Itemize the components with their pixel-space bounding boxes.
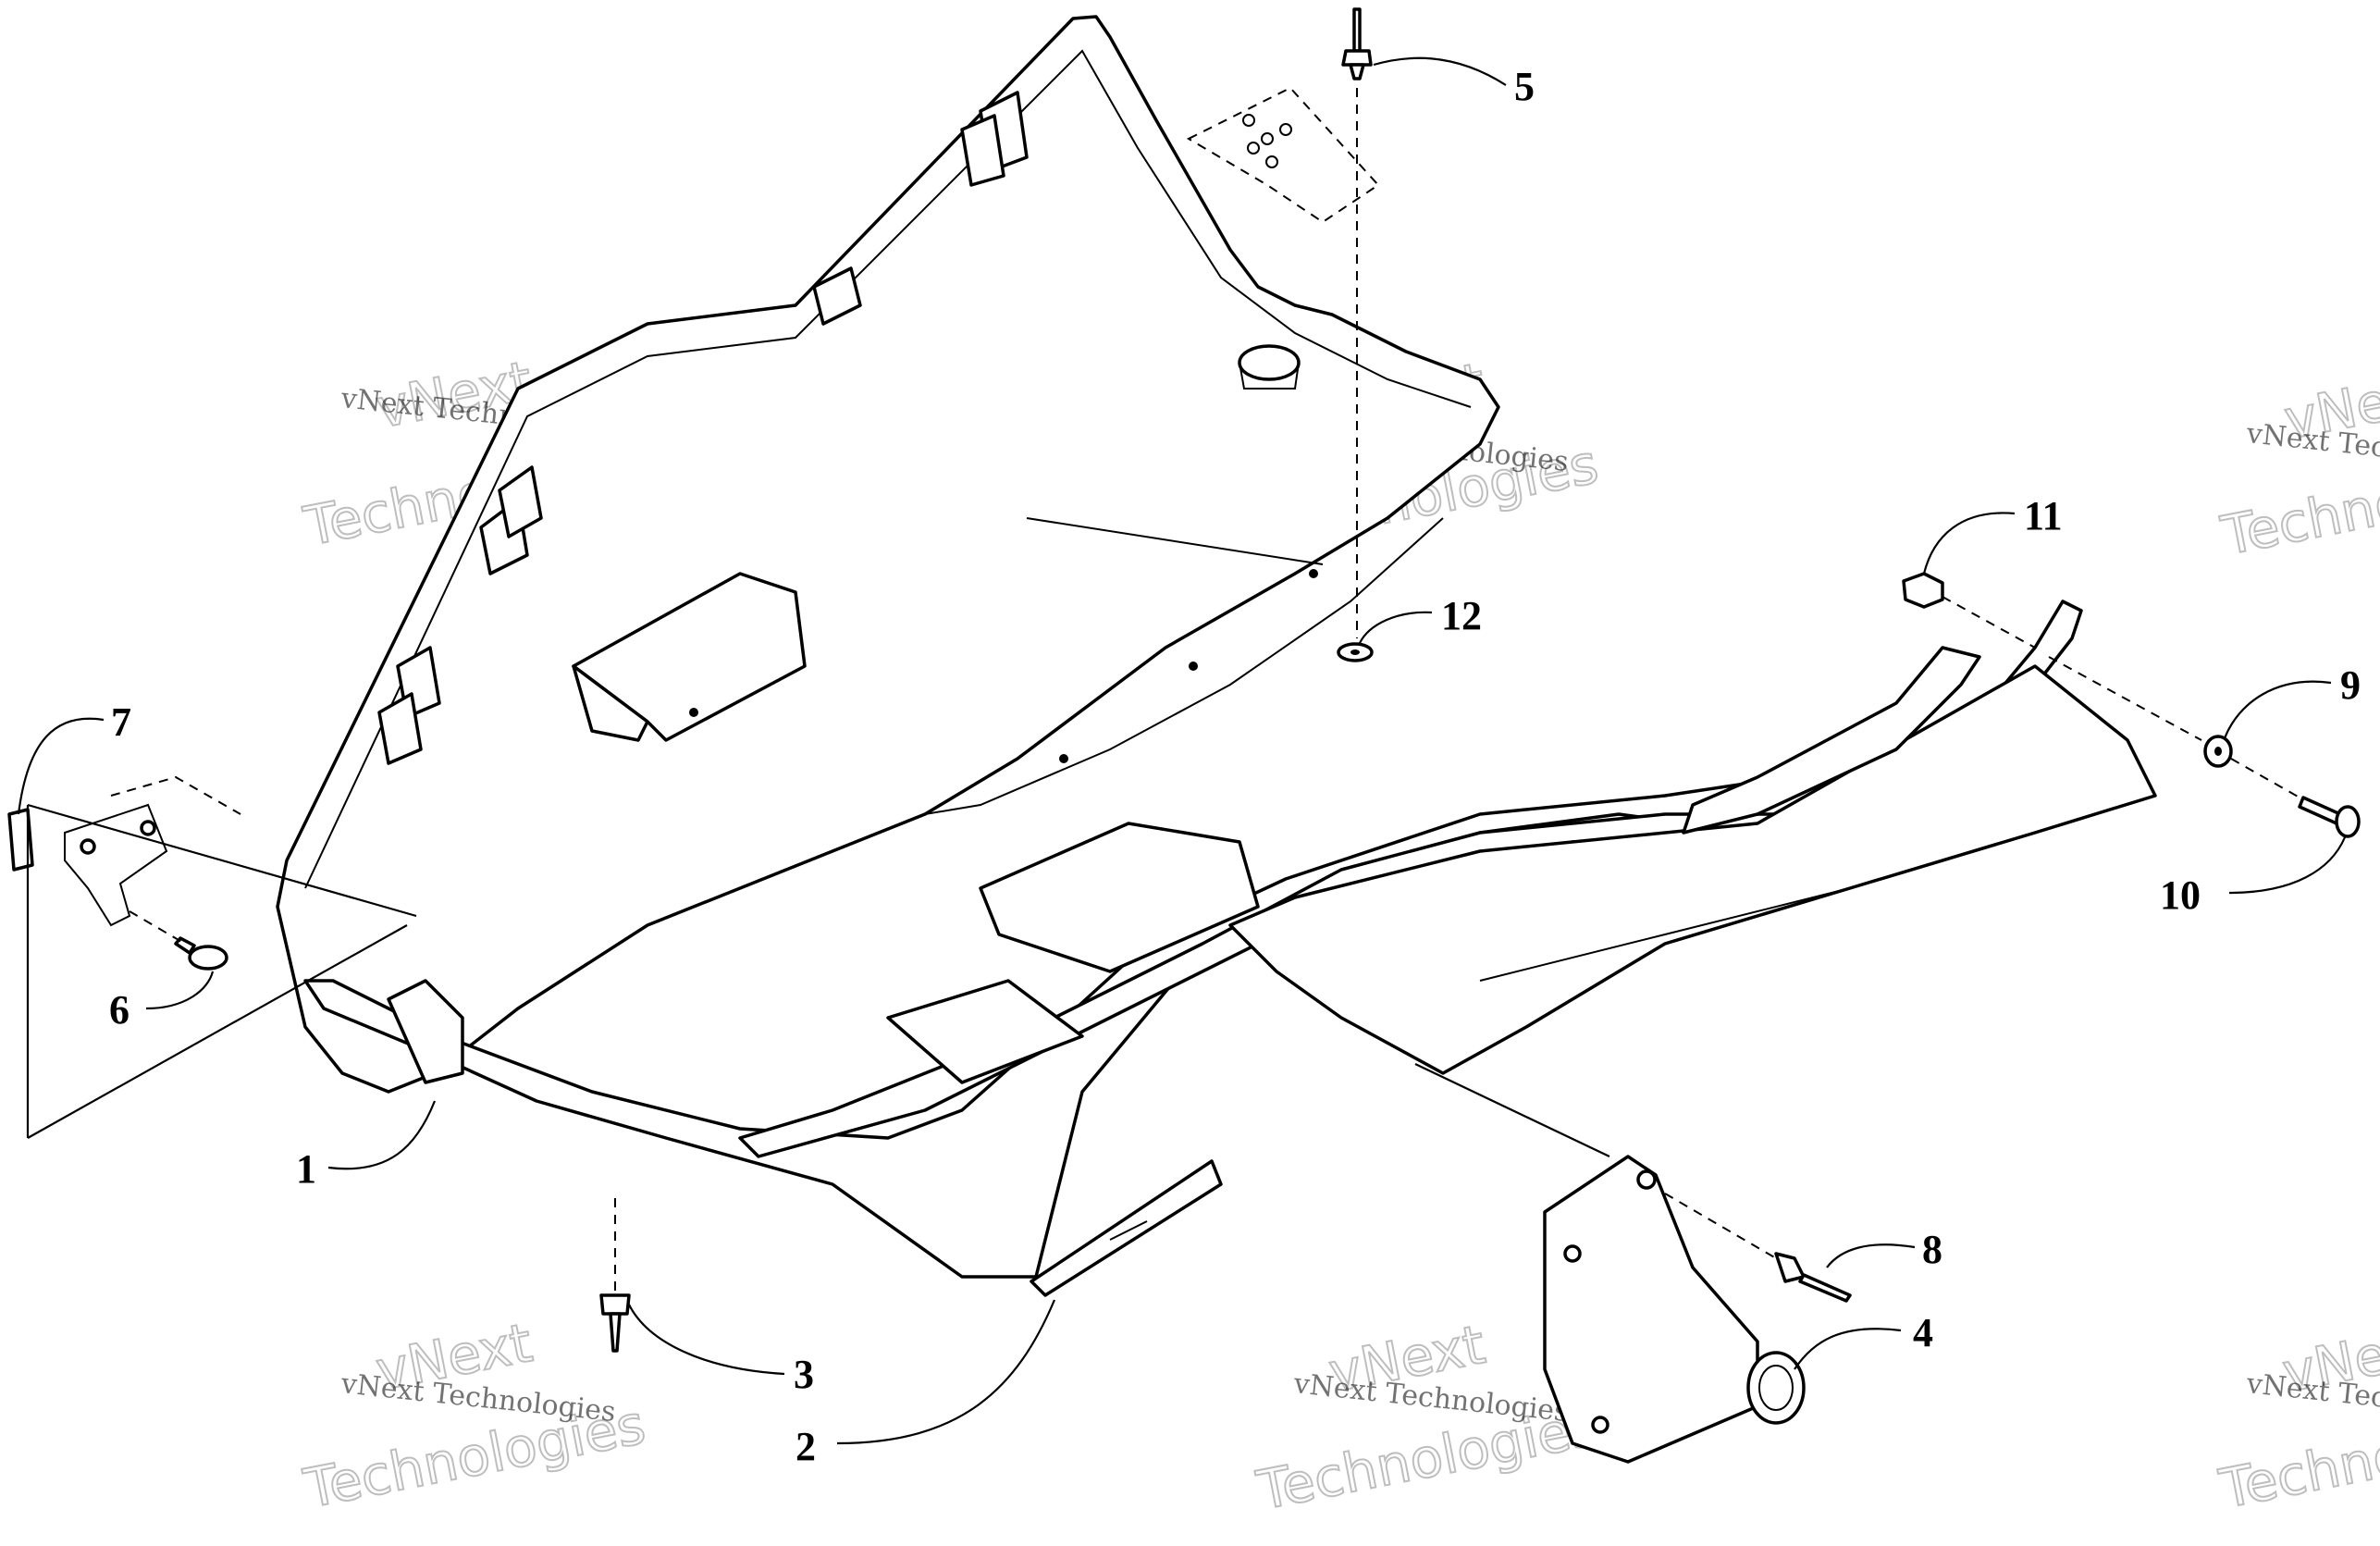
callout-12: 12 <box>1441 593 1482 638</box>
leader-5 <box>1373 56 1507 86</box>
part-9-washer <box>2048 656 2233 768</box>
leader-9 <box>2223 680 2332 739</box>
callout-11: 11 <box>2024 493 2063 538</box>
part-4-boot <box>1414 1063 1806 1464</box>
leader-1 <box>327 1100 437 1170</box>
callout-8: 8 <box>1922 1227 1942 1272</box>
leader-7 <box>17 717 105 815</box>
part-6-screw <box>129 910 228 971</box>
callout-1: 1 <box>296 1146 316 1192</box>
tub-hole <box>1189 662 1198 671</box>
leader-11 <box>1922 512 2016 575</box>
tub-hole <box>689 708 698 717</box>
callout-2: 2 <box>795 1424 816 1469</box>
tub-hole <box>1059 754 1068 763</box>
leader-lines <box>17 56 2347 1445</box>
watermark-big-line2: Technologies <box>2214 1393 2380 1521</box>
part-3-rivet <box>599 1198 631 1353</box>
boot-hole <box>1563 1244 1582 1263</box>
leader-12 <box>1359 611 1433 644</box>
callout-6: 6 <box>109 987 129 1033</box>
leader-2 <box>836 1299 1056 1445</box>
part-1-belly-pan <box>276 15 2157 1279</box>
part-12-washer <box>1337 642 1374 662</box>
tub-hole <box>1309 569 1318 578</box>
tub-boss <box>1238 344 1301 381</box>
boot-opening <box>1746 1351 1806 1425</box>
leader-4 <box>1794 1328 1902 1370</box>
callout-9: 9 <box>2340 662 2361 708</box>
part-7-bracket <box>7 775 417 1139</box>
callout-5: 5 <box>1514 64 1535 109</box>
boot-hole <box>1591 1416 1609 1434</box>
callout-3: 3 <box>794 1352 814 1397</box>
callout-labels: 1 2 3 4 5 6 7 8 9 10 11 12 <box>109 64 2361 1469</box>
part-10-bolt <box>2230 758 2361 838</box>
part-2-decal <box>1030 1159 1223 1297</box>
callout-10: 10 <box>2160 872 2201 918</box>
ghost-plate <box>1186 86 1380 224</box>
leader-8 <box>1826 1243 1916 1268</box>
leader-10 <box>2228 836 2347 895</box>
leader-6 <box>145 971 215 1010</box>
part-8-push-rivet <box>1664 1193 1852 1303</box>
part-5-push-rivet <box>1341 7 1373 638</box>
boot-hole <box>1636 1169 1657 1190</box>
leader-3 <box>628 1304 785 1376</box>
callout-7: 7 <box>111 699 131 745</box>
part-11-nut <box>1902 572 2036 649</box>
callout-4: 4 <box>1913 1310 1933 1355</box>
